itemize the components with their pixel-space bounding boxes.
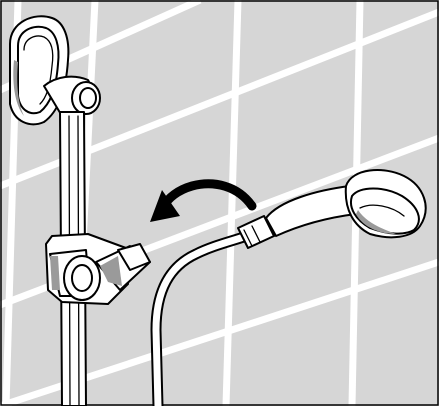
move-direction-arrow-icon (150, 179, 257, 222)
wall-bracket-icon (9, 15, 101, 126)
slide-holder-icon (45, 233, 151, 305)
hand-shower-icon (237, 169, 427, 249)
shower-hose-icon (150, 226, 264, 406)
